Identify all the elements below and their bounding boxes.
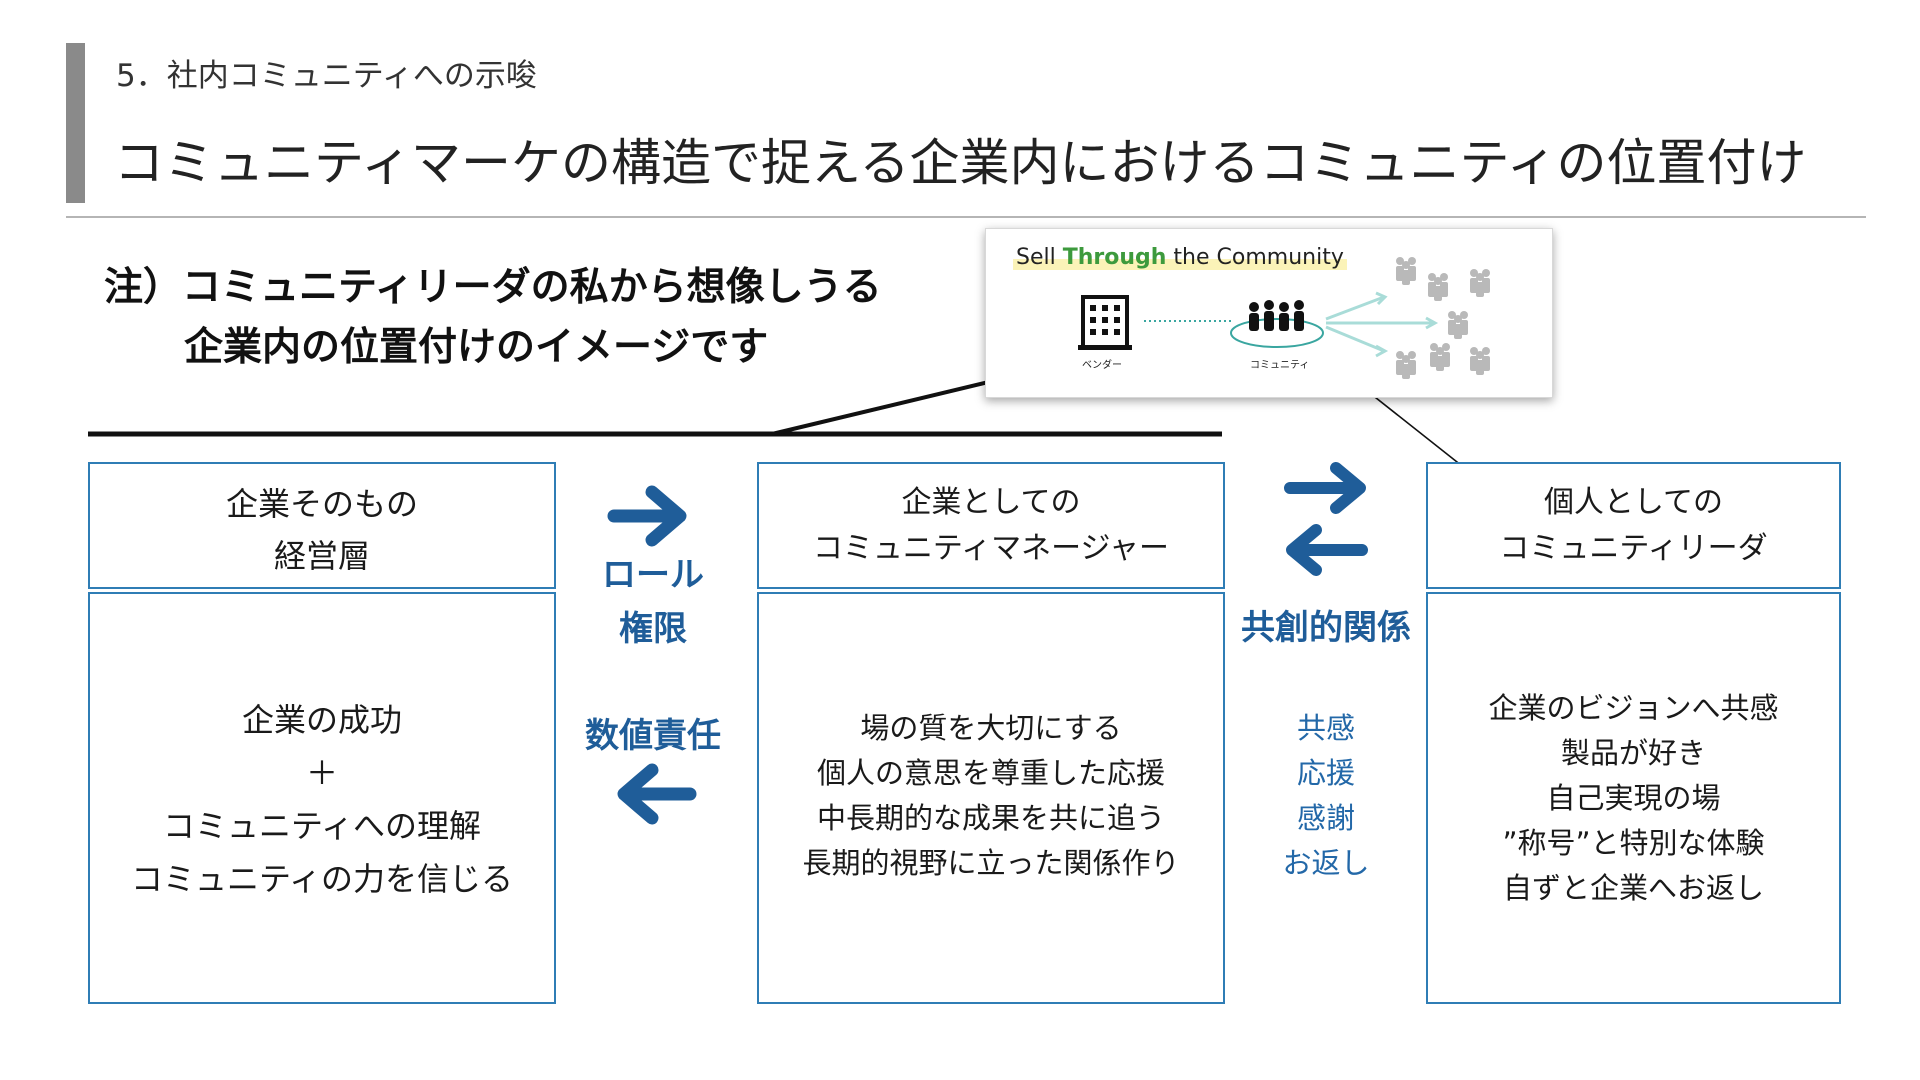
executive-body-line-1: 企業の成功 — [241, 701, 402, 739]
note-line-1: 注）コミュニティリーダの私から想像しうる — [104, 265, 882, 310]
community-group-icon — [1230, 300, 1324, 348]
executive-body-line-2: ＋ — [305, 754, 338, 792]
leader-body-line-1: 企業のビジョンへ共感 — [1488, 691, 1779, 725]
manager-header-line-1: 企業としての — [901, 485, 1081, 520]
role-label: ロール — [602, 555, 704, 595]
page-title: コミュニティマーケの構造で捉える企業内におけるコミュニティの位置付け — [114, 134, 1807, 192]
thumbnail-title-suffix: the Community — [1166, 245, 1344, 270]
manager-body-line-4: 長期的視野に立った関係作り — [802, 846, 1180, 880]
right-arrow-icon — [607, 485, 687, 547]
leader-body-box: 企業のビジョンへ共感 製品が好き 自己実現の場 ”称号”と特別な体験 自ずと企業… — [1426, 592, 1841, 1004]
crowd-icons — [1396, 257, 1490, 379]
leader-header-line-2: コミュニティリーダ — [1499, 531, 1768, 566]
gratitude-item: 感謝 — [1296, 801, 1355, 835]
section-label: 5．社内コミュニティへの示唆 — [116, 58, 537, 94]
leader-header-line-1: 個人としての — [1543, 485, 1724, 520]
manager-body-box: 場の質を大切にする 個人の意思を尊重した応援 中長期的な成果を共に追う 長期的視… — [757, 592, 1225, 1004]
leader-header-box: 個人としての コミュニティリーダ — [1426, 462, 1841, 589]
leader-body-line-3: 自己実現の場 — [1546, 781, 1721, 815]
executive-header-line-2: 経営層 — [273, 537, 370, 575]
executive-header-box: 企業そのもの 経営層 — [88, 462, 556, 589]
manager-body-line-3: 中長期的な成果を共に追う — [816, 801, 1165, 835]
numeric-responsibility-label: 数値責任 — [585, 716, 721, 756]
sell-through-community-thumbnail: Sell Through the Community — [985, 228, 1553, 398]
bidirectional-arrows-icon — [1284, 462, 1368, 576]
authority-label: 権限 — [619, 609, 687, 649]
manager-header-line-2: コミュニティマネージャー — [812, 531, 1170, 566]
executive-body-line-3: コミュニティへの理解 — [162, 807, 482, 845]
empathy-item: 共感 — [1296, 711, 1355, 745]
manager-body-line-1: 場の質を大切にする — [860, 711, 1122, 745]
left-arrow-icon — [617, 763, 697, 825]
title-accent-bar — [66, 43, 85, 203]
thumbnail-graphic — [1078, 257, 1490, 379]
leader-body-line-4: ”称号”と特別な体験 — [1502, 826, 1765, 860]
vendor-label: ベンダー — [1082, 360, 1122, 371]
community-label: コミュニティ — [1250, 360, 1310, 371]
spread-arrows — [1325, 291, 1439, 358]
manager-header-box: 企業としての コミュニティマネージャー — [757, 462, 1225, 589]
leader-body-line-5: 自ずと企業へお返し — [1502, 871, 1764, 905]
thumbnail-title-highlight: Through — [1062, 245, 1167, 270]
thumbnail-title-prefix: Sell — [1016, 245, 1063, 270]
give-back-item: お返し — [1282, 846, 1370, 880]
role-authority-labels: ロール 権限 — [563, 548, 743, 656]
thumbnail-title: Sell Through the Community — [1013, 245, 1347, 270]
building-icon — [1078, 295, 1132, 350]
co-creation-label: 共創的関係 — [1241, 608, 1411, 648]
header-divider — [66, 216, 1866, 218]
note: 注）コミュニティリーダの私から想像しうる 企業内の位置付けのイメージです — [104, 258, 882, 378]
manager-body-line-2: 個人の意思を尊重した応援 — [816, 756, 1165, 790]
executive-body-line-4: コミュニティの力を信じる — [130, 860, 514, 898]
executive-body-box: 企業の成功 ＋ コミュニティへの理解 コミュニティの力を信じる — [88, 592, 556, 1004]
note-line-2: 企業内の位置付けのイメージです — [184, 325, 769, 370]
executive-header-line-1: 企業そのもの — [225, 485, 418, 523]
leader-body-line-2: 製品が好き — [1560, 736, 1706, 770]
co-creation-items: 共感 応援 感謝 お返し — [1246, 706, 1406, 886]
support-item: 応援 — [1296, 756, 1355, 790]
